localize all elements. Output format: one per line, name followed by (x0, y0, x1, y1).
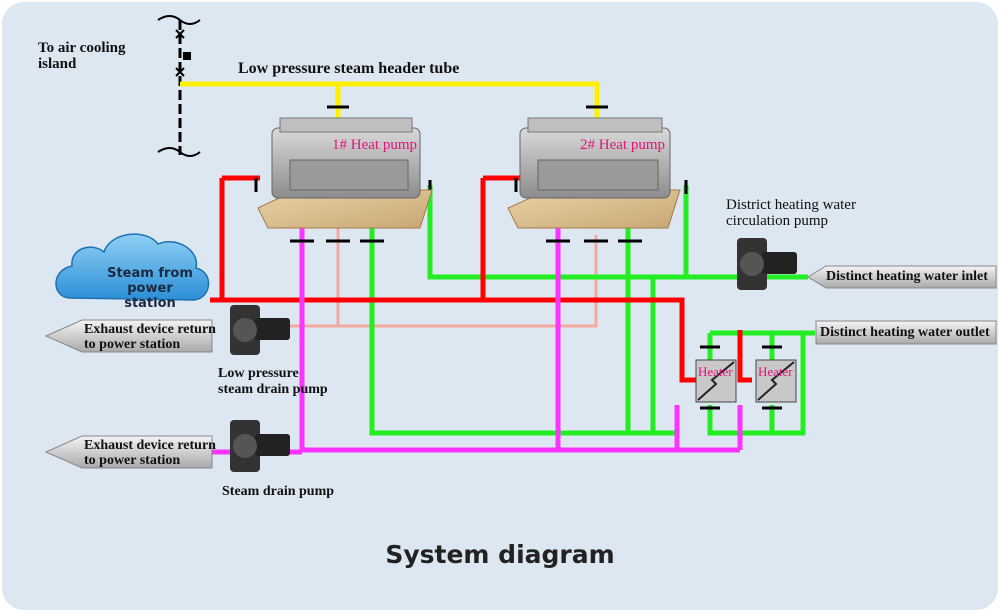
heater-icon[interactable] (695, 359, 737, 403)
valve-ticks (254, 178, 782, 410)
page-title: System diagram (385, 540, 615, 569)
outlet-arrow (815, 320, 997, 345)
valve-icon[interactable] (175, 29, 191, 77)
drain-pipe (210, 228, 743, 455)
steam-drain-pump-label: Steam drain pump (222, 484, 335, 499)
lp-drain-pump-label: Low pressure steam drain pump (218, 366, 328, 397)
air-cooling-label: To air cooling island (38, 40, 126, 72)
steam-header-pipe (180, 81, 600, 120)
heat-pump-icon[interactable] (507, 117, 681, 229)
outlet-label: Distinct heating water outlet (820, 325, 990, 340)
inlet-label: Distinct heating water inlet (826, 269, 988, 284)
exhaust-return-label-2: Exhaust device return to power station (84, 438, 216, 468)
heat-pump-2-label: 2# Heat pump (580, 137, 665, 153)
exhaust-return-label-1: Exhaust device return to power station (84, 322, 216, 352)
pump-icon[interactable] (737, 238, 797, 290)
heater-2-label: Heater (758, 364, 793, 379)
cloud-icon (55, 233, 210, 301)
pump-icon[interactable] (230, 420, 290, 472)
heat-pump-icon[interactable] (257, 117, 433, 229)
heater-icon[interactable] (755, 359, 797, 403)
lp-drain-pipe (290, 228, 598, 328)
steam-supply-pipe (210, 175, 752, 383)
header-tube-label: Low pressure steam header tube (238, 60, 460, 77)
heater-1-label: Heater (698, 364, 733, 379)
air-cooling-pipe (157, 15, 201, 157)
exhaust-return-arrow-1 (44, 319, 213, 353)
heat-pump-1-label: 1# Heat pump (332, 137, 417, 153)
pump-icon[interactable] (230, 305, 290, 355)
dh-pump-label: District heating water circulation pump (726, 197, 856, 229)
inlet-arrow (807, 265, 997, 289)
steam-from-label: Steam from power station (107, 266, 193, 311)
exhaust-return-arrow-2 (44, 435, 213, 469)
